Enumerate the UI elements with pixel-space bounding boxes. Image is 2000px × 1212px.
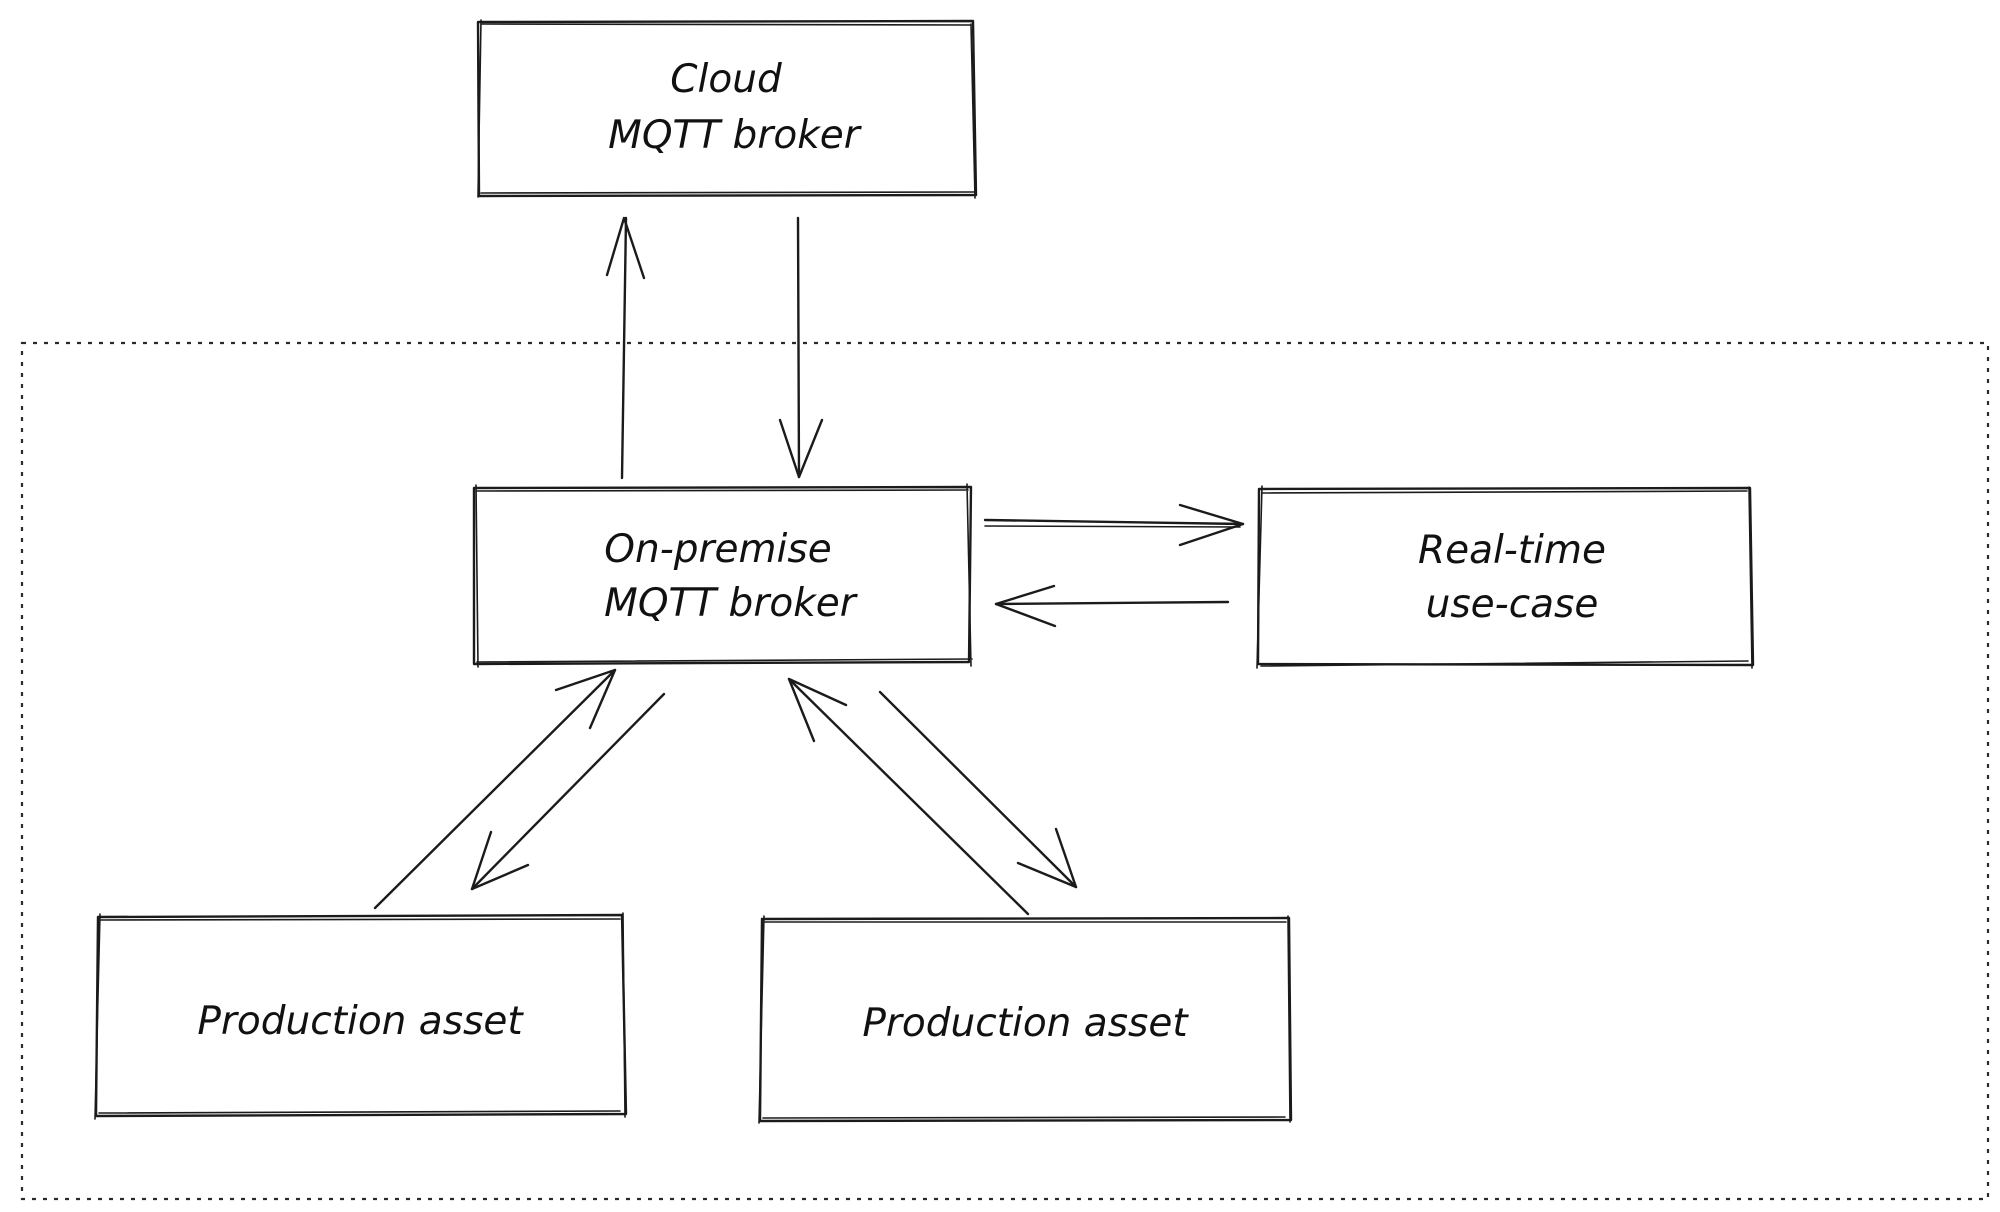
arrow-onprem-to-cloud [605,216,646,480]
arrow-asset-left-to-onprem [373,668,617,910]
realtime-box[interactable]: Real-time use-case [1256,485,1755,669]
production-asset-right-label: Production asset [862,1001,1189,1046]
production-asset-left-label: Production asset [197,999,524,1044]
production-asset-right-box[interactable]: Production asset [758,915,1293,1124]
cloud-broker-label-line1: Cloud [670,57,782,102]
arrow-onprem-to-asset-right [878,690,1078,889]
onprem-broker-box[interactable]: On-premise MQTT broker [472,483,973,668]
on-premise-boundary [20,341,1990,1201]
cloud-broker-label-line2: MQTT broker [608,113,863,158]
cloud-broker-box[interactable]: Cloud MQTT broker [476,19,978,199]
onprem-broker-label-line1: On-premise [604,527,831,572]
arrow-onprem-to-realtime [983,503,1245,547]
realtime-label-line1: Real-time [1418,528,1606,573]
realtime-label-line2: use-case [1426,582,1599,627]
arrow-cloud-to-onprem [778,216,824,479]
production-asset-left-box[interactable]: Production asset [94,912,628,1120]
arrow-realtime-to-onprem [994,584,1230,628]
arrow-asset-right-to-onprem [787,677,1030,916]
onprem-broker-label-line2: MQTT broker [604,581,859,626]
arrow-onprem-to-asset-left [470,692,666,891]
